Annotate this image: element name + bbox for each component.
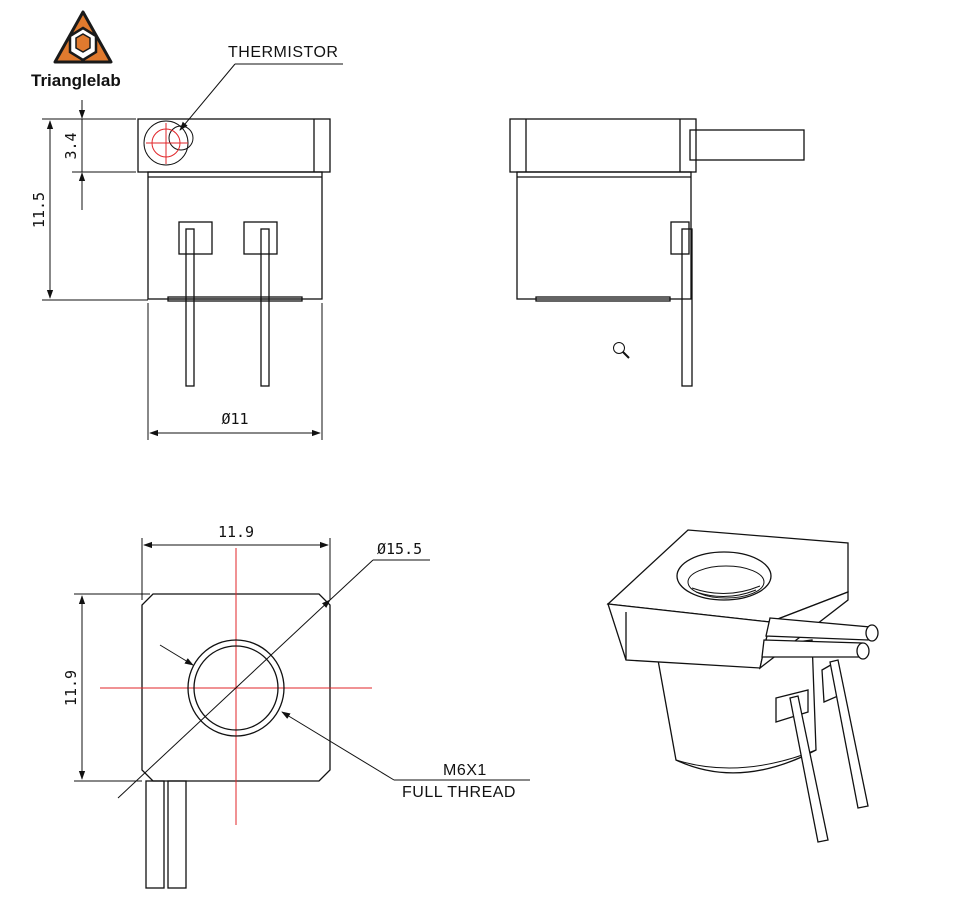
magnifier-icon[interactable] <box>613 342 630 359</box>
thread-spec: M6X1 <box>443 762 487 779</box>
top-view: Ø15.5 M6X1 FULL THREAD 11.9 11.9 <box>62 523 530 889</box>
thermistor-hole <box>143 120 194 166</box>
dim-width: 11.9 <box>218 523 254 541</box>
thermistor-label: THERMISTOR <box>228 44 338 61</box>
dim-total-height: 11.5 <box>30 192 48 228</box>
dim-diameter: Ø11 <box>221 410 248 428</box>
right-side-view <box>509 118 805 387</box>
trianglelab-logo: Trianglelab <box>31 10 121 90</box>
dim-height: 11.9 <box>62 670 80 706</box>
dim-top-height: 3.4 <box>62 132 80 159</box>
brand-name: Trianglelab <box>31 71 121 90</box>
hexagon-logo-icon <box>53 10 113 64</box>
dim-diagonal: Ø15.5 <box>377 540 422 558</box>
front-view: THERMISTOR 3.4 11.5 Ø11 <box>30 44 343 440</box>
thread-type: FULL THREAD <box>402 784 516 801</box>
isometric-view <box>606 529 879 843</box>
